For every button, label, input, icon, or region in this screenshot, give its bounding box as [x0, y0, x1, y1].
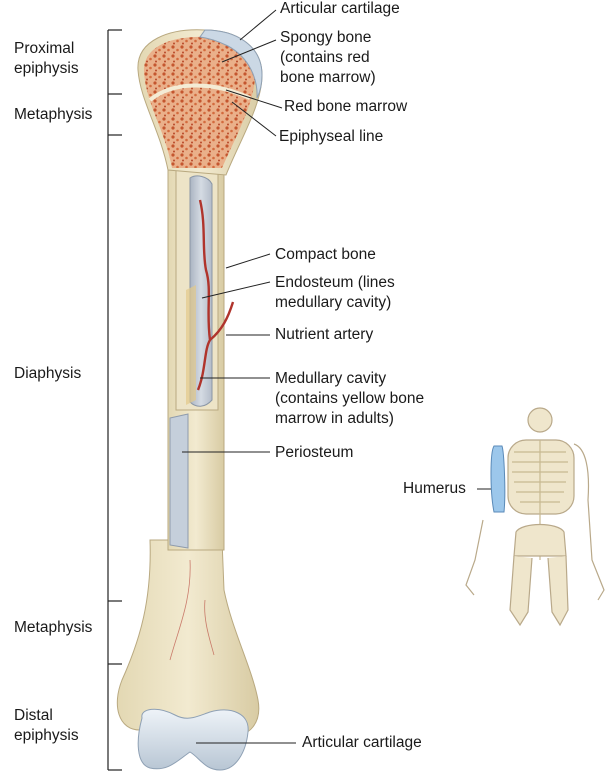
articular-cartilage-top-label: Articular cartilage — [280, 0, 400, 17]
medullary-cavity-label: Medullary cavity (contains yellow bone m… — [275, 370, 425, 427]
periosteum-label: Periosteum — [275, 444, 354, 461]
skeleton-icon — [465, 407, 605, 627]
red-bone-marrow-label: Red bone marrow — [284, 98, 408, 115]
spongy-bone-label: Spongy bone (contains red bone marrow) — [280, 29, 376, 86]
metaphysis-top-label: Metaphysis — [14, 106, 93, 123]
proximal-articular-cartilage — [199, 29, 263, 99]
articular-cartilage-bottom-label: Articular cartilage — [302, 734, 422, 751]
diaphysis-label: Diaphysis — [14, 365, 82, 382]
distal-bone — [116, 539, 260, 736]
nutrient-artery-label: Nutrient artery — [275, 326, 374, 343]
compact-bone-label: Compact bone — [275, 246, 376, 263]
epiphyseal-line — [148, 83, 251, 102]
proximal-epiphysis-label: Proximal epiphysis — [14, 40, 79, 77]
epiphyseal-line-label: Epiphyseal line — [279, 128, 384, 145]
nutrient-artery-vessel — [196, 199, 235, 391]
metaphysis-bottom-label: Metaphysis — [14, 619, 93, 636]
region-brackets — [107, 29, 122, 771]
distal-epiphysis-label: Distal epiphysis — [14, 707, 79, 744]
endosteum-label: Endosteum (lines medullary cavity) — [275, 274, 395, 311]
distal-articular-cartilage — [137, 708, 249, 771]
humerus-label: Humerus — [403, 480, 466, 497]
spongy-bone-region — [143, 36, 255, 168]
periosteum-layer — [169, 413, 189, 549]
humerus-highlight — [490, 445, 506, 513]
leader-lines — [182, 9, 498, 744]
